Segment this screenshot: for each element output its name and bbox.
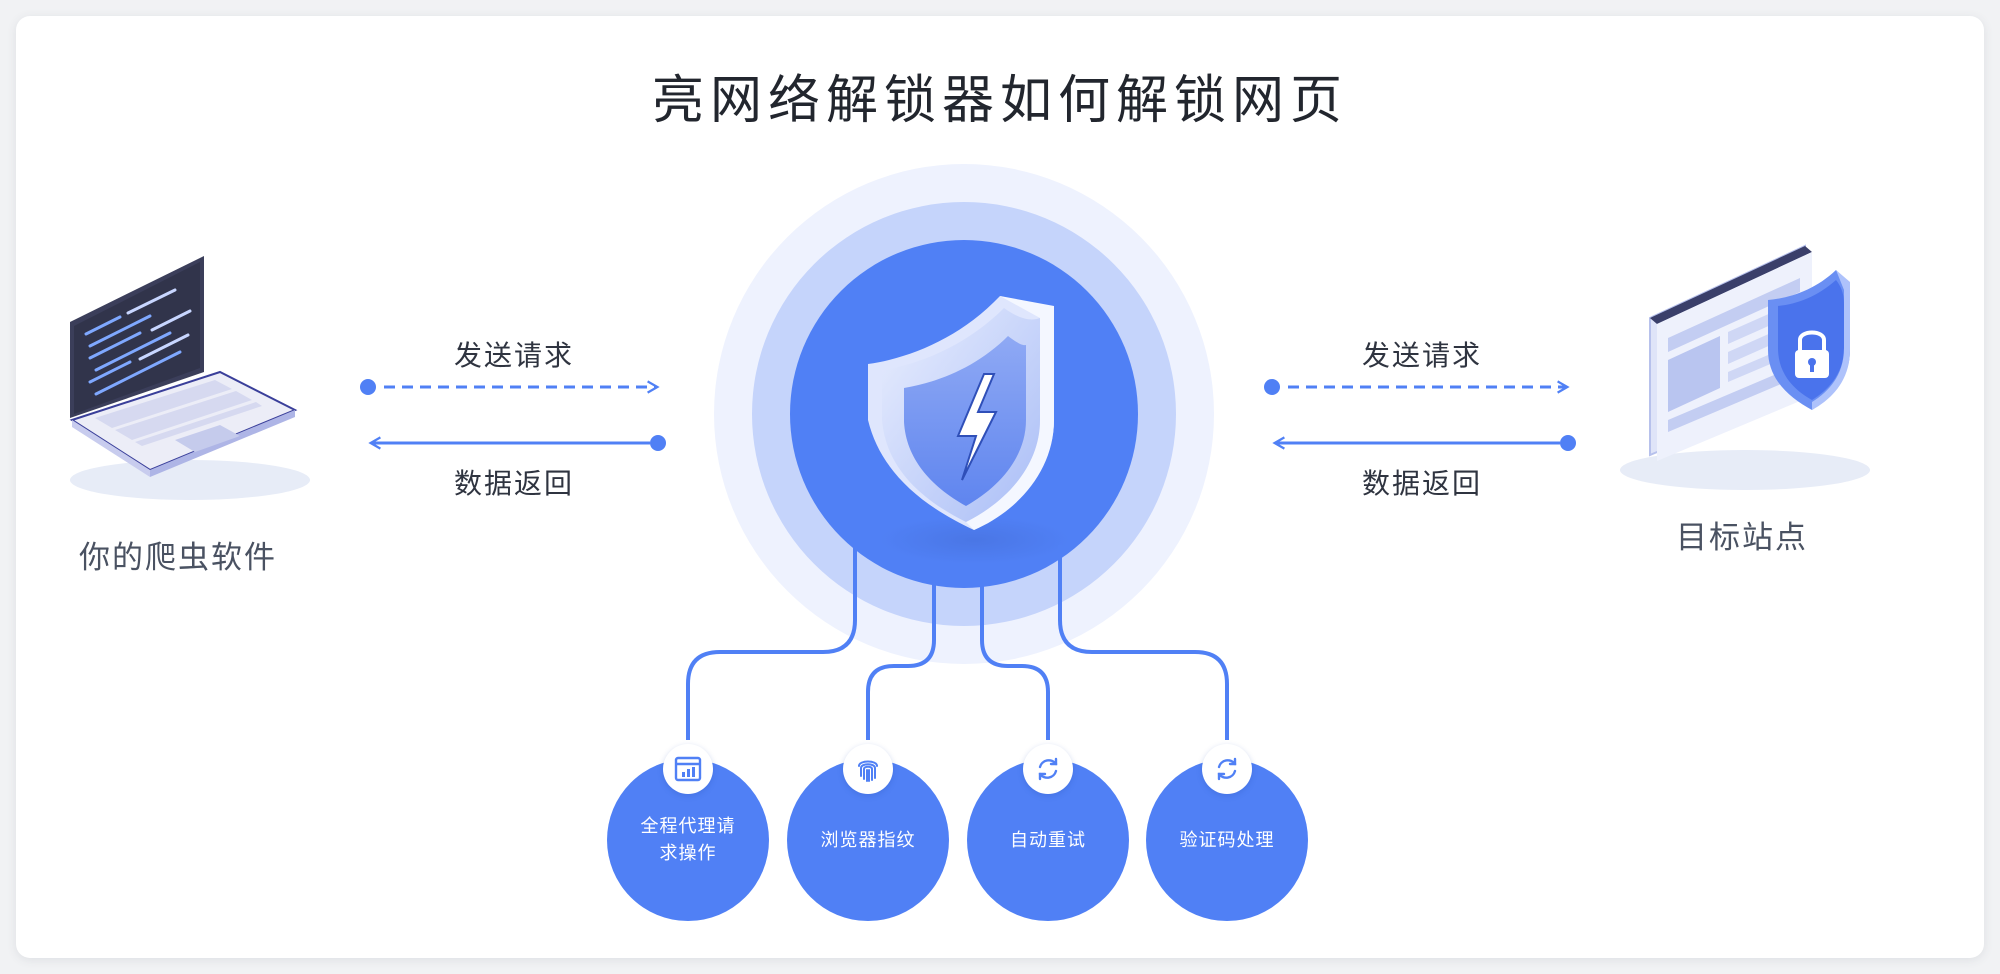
left-node-label: 你的爬虫软件 (79, 540, 277, 576)
refresh-icon (1202, 744, 1252, 794)
right-request-label: 发送请求 (1361, 339, 1482, 372)
right-response-label: 数据返回 (1361, 467, 1482, 500)
feature-label: 自动重试 (1010, 829, 1086, 851)
right-node-label: 目标站点 (1676, 520, 1808, 556)
feature-connectors (686, 545, 1229, 740)
left-request-arrow (360, 379, 660, 395)
left-response-arrow (368, 435, 666, 451)
secure-website-icon (1620, 244, 1870, 490)
laptop-code-icon (69, 256, 310, 500)
left-request-label: 发送请求 (453, 339, 574, 372)
feature-label: 验证码处理 (1179, 829, 1275, 851)
browser-chart-icon (663, 744, 713, 794)
right-response-arrow (1272, 435, 1576, 451)
fingerprint-icon (843, 744, 893, 794)
shield-lightning-icon (868, 296, 1054, 530)
left-response-label: 数据返回 (453, 467, 574, 500)
right-request-arrow (1264, 379, 1570, 395)
feature-label: 浏览器指纹 (820, 829, 916, 851)
feature-label: 全程代理请求操作 (640, 816, 736, 864)
refresh-icon (1023, 744, 1073, 794)
diagram-title: 亮网络解锁器如何解锁网页 (651, 71, 1348, 131)
feature-captcha-solving: 验证码处理 (1146, 759, 1308, 921)
